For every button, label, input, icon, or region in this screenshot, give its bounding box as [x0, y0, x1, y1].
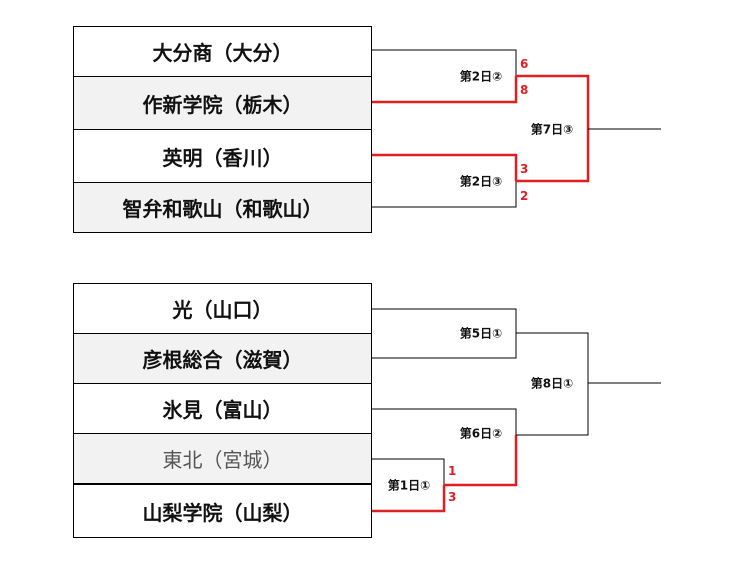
bracket-line-top-m1-lower-winner — [372, 76, 518, 104]
score-top-m1-sakushin: 8 — [520, 83, 529, 97]
score-top-m2-chiben: 2 — [520, 189, 529, 203]
match-label-bottom-first-round: 第1日① — [387, 478, 431, 493]
team-hikone-sogo: 彦根総合（滋賀） — [73, 333, 372, 384]
bracket-line-bottom-m2-upper — [372, 408, 517, 435]
bracket-line-bottom-fr-upper — [372, 458, 445, 485]
score-top-m1-oita-sho: 6 — [520, 57, 529, 71]
match-label-top-m2: 第2日③ — [459, 174, 503, 189]
bracket-line-top-final-upper-winner — [516, 74, 590, 129]
team-yamanashi-gakuin: 山梨学院（山梨） — [73, 484, 372, 538]
team-sakushin-gakuin: 作新学院（栃木） — [73, 76, 372, 130]
score-bottom-fr-tohoku: 1 — [448, 464, 457, 478]
bracket-line-bottom-final — [516, 332, 589, 436]
bracket-line-bottom-fr-lower-winner — [372, 485, 446, 513]
match-label-bottom-m2: 第6日② — [459, 426, 503, 441]
match-label-bottom-final: 第8日① — [530, 376, 574, 391]
bracket-line-top-m1-upper — [372, 49, 517, 76]
bracket-line-bottom-m2-lower-winner — [444, 435, 518, 487]
score-bottom-fr-yamanashi: 3 — [448, 490, 457, 504]
team-tohoku: 東北（宮城） — [73, 433, 372, 484]
bracket-line-top-m2-upper-winner — [372, 153, 518, 181]
score-top-m2-eimei: 3 — [520, 162, 529, 176]
bracket-line-top-m2-lower — [372, 181, 517, 208]
team-himi: 氷見（富山） — [73, 383, 372, 434]
match-label-top-m1: 第2日② — [459, 69, 503, 84]
bracket-line-top-final-lower-winner — [516, 129, 590, 183]
match-label-top-final: 第7日③ — [530, 122, 574, 137]
team-chiben-wakayama: 智弁和歌山（和歌山） — [73, 182, 372, 233]
match-label-bottom-m1: 第5日① — [459, 326, 503, 341]
